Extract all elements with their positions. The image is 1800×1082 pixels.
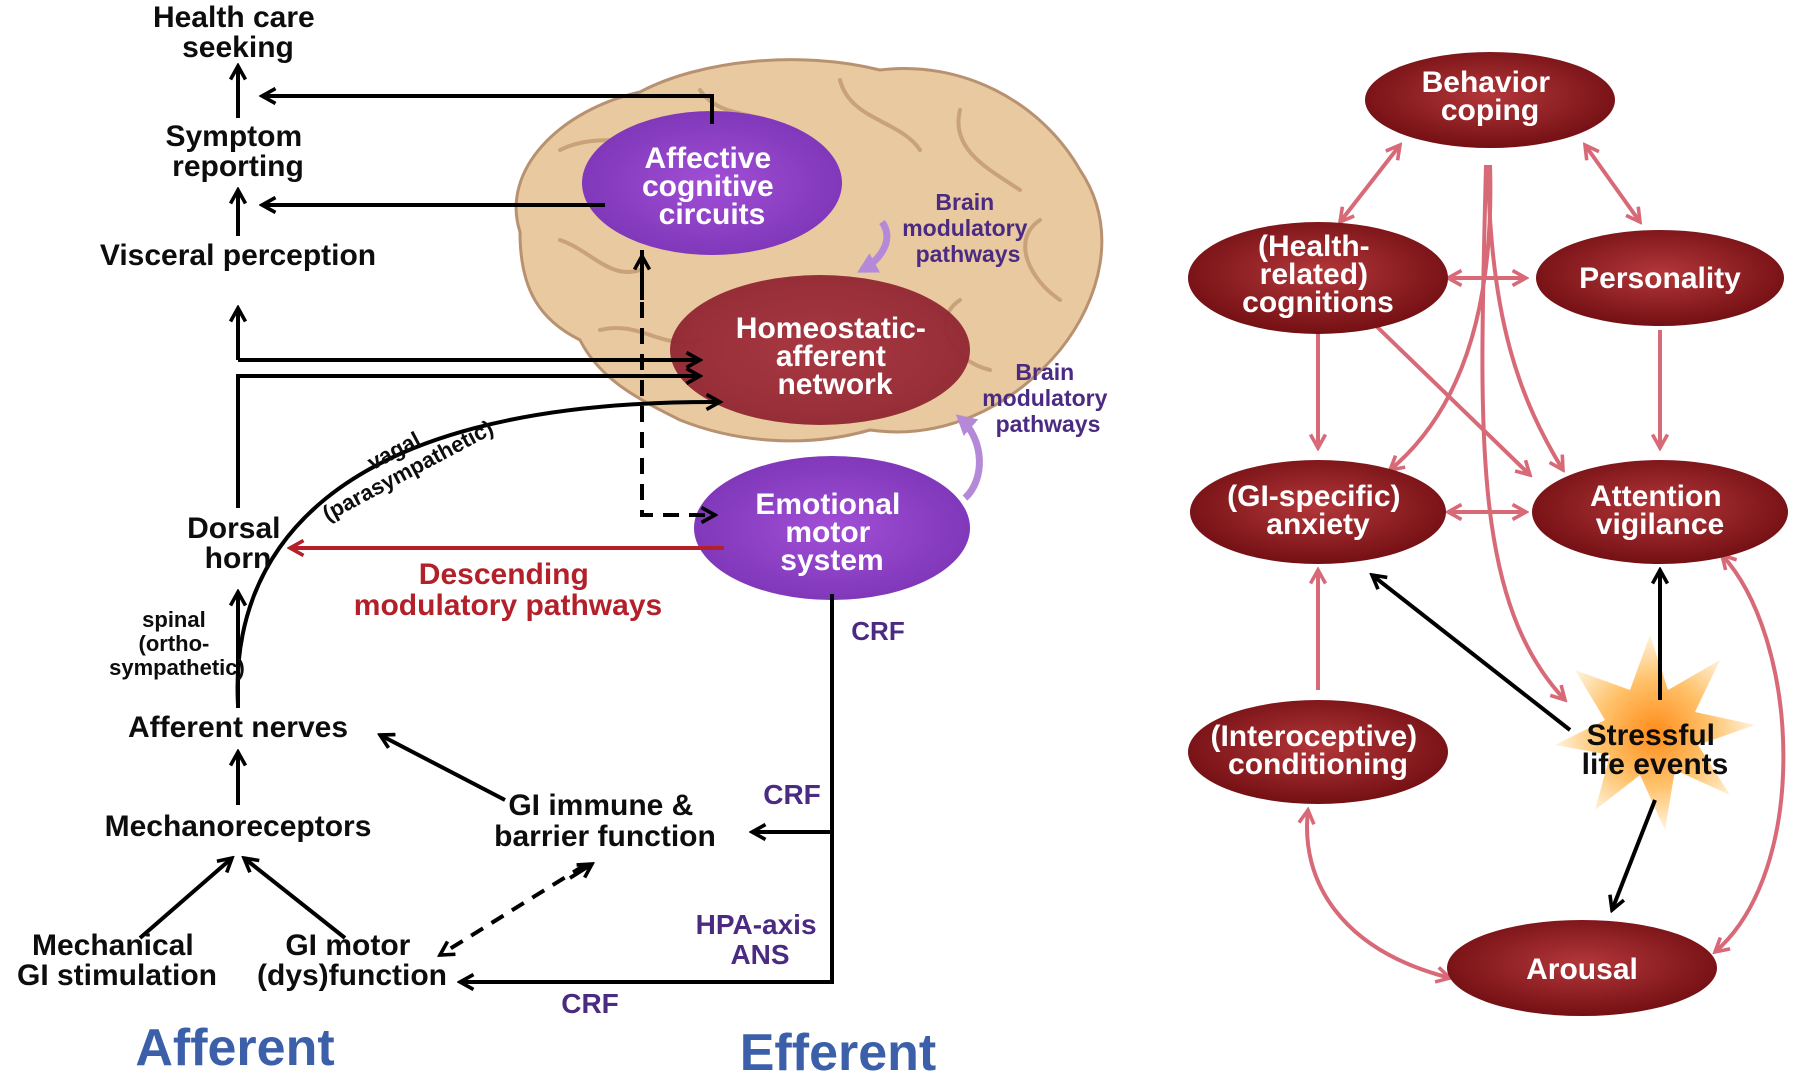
- crf-bottom-label: CRF: [561, 988, 619, 1019]
- efferent-title: Efferent: [740, 1024, 936, 1077]
- hpa-axis-label: HPA-axis ANS: [696, 909, 825, 970]
- right-labels: Behavior coping (Health- related) cognit…: [1210, 66, 1741, 986]
- crf-mid-label: CRF: [763, 779, 821, 810]
- arrow-brain-to-care: [262, 96, 714, 124]
- health-care-seeking-label: Health care seeking: [153, 1, 323, 64]
- behavior-coping-label: Behavior coping: [1422, 66, 1559, 127]
- emotional-motor-label: Emotional motor system: [755, 488, 908, 577]
- node-behavior-coping: [1365, 52, 1615, 148]
- arrow-coping-stress: [1480, 164, 1565, 700]
- arrow-attention-arousal: [1715, 555, 1786, 952]
- emotional-motor-region: [694, 456, 970, 600]
- personality-label: Personality: [1579, 262, 1741, 295]
- vagal-pathway: [235, 402, 720, 706]
- arrow-coping-attention: [1486, 164, 1563, 470]
- health-cognitions-label: (Health- related) cognitions: [1242, 230, 1394, 319]
- arrow-interoceptive-arousal: [1307, 810, 1450, 978]
- arrow-coping-cognitions: [1340, 145, 1400, 222]
- mechanical-label: Mechanical GI stimulation: [17, 929, 217, 992]
- arrow-stress-arousal: [1612, 799, 1657, 910]
- attention-vigilance-label: Attention vigilance: [1590, 480, 1730, 541]
- descending-label: Descending modulatory pathways: [354, 558, 662, 622]
- efferent-line: [460, 594, 834, 982]
- symptom-reporting-label: Symptom reporting: [165, 120, 310, 183]
- node-attention-vigilance: [1532, 460, 1788, 564]
- arousal-label: Arousal: [1526, 953, 1638, 986]
- node-interoceptive: [1188, 700, 1448, 804]
- gi-anxiety-label: (GI-specific) anxiety: [1227, 480, 1409, 541]
- right-nodes: [1188, 52, 1788, 1016]
- node-personality: [1536, 230, 1784, 326]
- gi-motor-label: GI motor (dys)function: [257, 929, 447, 992]
- homeostatic-label: Homeostatic- afferent network: [736, 312, 934, 401]
- dashed-immune-motor: [440, 863, 587, 955]
- dashed-affective-emotional: [640, 250, 715, 515]
- brain-modulatory-right-label: Brain modulatory pathways: [982, 359, 1114, 437]
- brain-modulatory-top-label: Brain modulatory pathways: [902, 189, 1034, 267]
- dashed-immune-head: [568, 864, 592, 880]
- brain-modulatory-arrow-top: [857, 219, 891, 274]
- homeostatic-region: [670, 275, 970, 425]
- brain-modulatory-arrow-right: [955, 414, 983, 501]
- vagal-label: vagal (parasympathetic): [307, 394, 497, 526]
- arrow-stress-anxiety: [1372, 575, 1572, 732]
- dorsal-horn-label: Dorsal horn: [187, 512, 289, 575]
- node-health-cognitions: [1188, 222, 1448, 334]
- spinal-label: spinal (ortho- sympathetic): [109, 607, 245, 680]
- affective-cognitive-label: Affective cognitive circuits: [642, 142, 782, 231]
- crf-top-label: CRF: [851, 616, 904, 646]
- arrow-immune-to-afferent: [380, 735, 506, 802]
- interoceptive-label: (Interoceptive) conditioning: [1210, 720, 1425, 781]
- mechanoreceptors-label: Mechanoreceptors: [105, 810, 372, 843]
- arrow-gimotor-to-mechano: [244, 858, 347, 940]
- arrow-mechanical-to-mechano: [138, 858, 232, 940]
- gi-immune-label: GI immune & barrier function: [494, 789, 716, 853]
- affective-region: [582, 111, 842, 255]
- afferent-title: Afferent: [135, 1019, 334, 1077]
- arrow-dorsal-to-homeostatic: [236, 376, 700, 508]
- node-gi-anxiety: [1190, 460, 1446, 564]
- stress-burst: [1555, 635, 1755, 830]
- arrow-coping-personality: [1585, 145, 1640, 222]
- stressful-label: Stressful life events: [1582, 719, 1729, 781]
- node-arousal: [1447, 920, 1717, 1016]
- left-labels: Health care seeking Symptom reporting Vi…: [17, 1, 1114, 1082]
- afferent-nerves-label: Afferent nerves: [128, 711, 348, 744]
- visceral-perception-label: Visceral perception: [100, 239, 376, 272]
